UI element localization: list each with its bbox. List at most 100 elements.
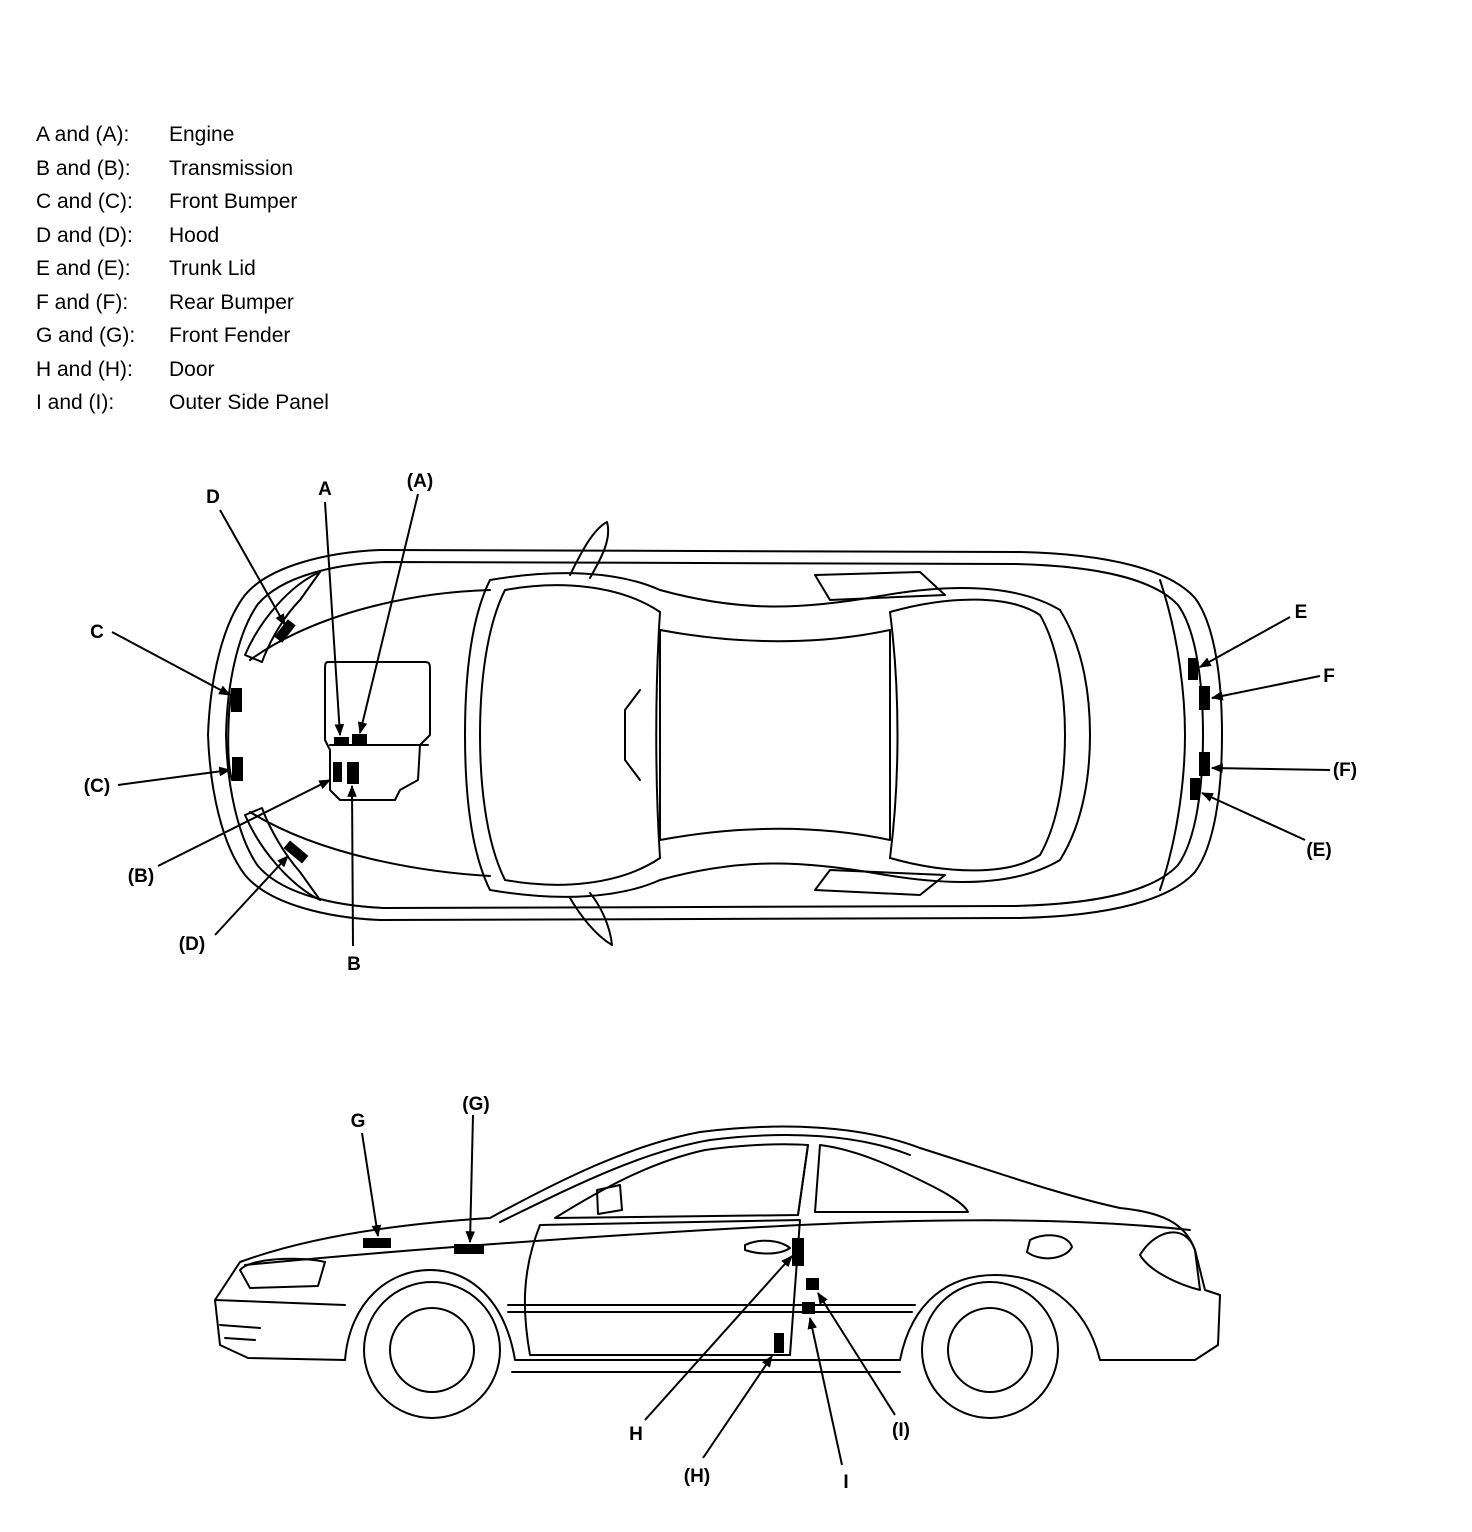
marker-outer-side-panel-i-paren (806, 1278, 819, 1290)
side-fuel-door (1026, 1234, 1073, 1260)
side-rear-wheel-rim (947, 1307, 1033, 1393)
label-b: B (347, 954, 361, 975)
label-f-paren: (F) (1333, 760, 1357, 781)
side-front-wheel-rim (389, 1307, 475, 1393)
legend-value: Transmission (169, 156, 294, 180)
callout-line-b-paren (157, 779, 332, 867)
callout-line-d-paren (214, 855, 289, 936)
top-right-headlight (244, 807, 321, 901)
side-rear-wheel-tire (921, 1281, 1059, 1419)
callout-line-a-paren (357, 493, 419, 735)
callout-line-g-paren (465, 1114, 476, 1244)
marker-front-bumper-c (231, 688, 242, 712)
label-f: F (1323, 666, 1335, 687)
callout-line-e-paren (1200, 792, 1306, 841)
marker-transmission-b-paren (333, 762, 342, 782)
side-front-window (554, 1143, 809, 1219)
side-body-outline (214, 1125, 1221, 1361)
legend-key: B and (B): (36, 156, 131, 180)
callout-line-h (644, 1255, 793, 1421)
side-mirror (596, 1184, 623, 1215)
legend-row-rear-bumper: F and (F): Rear Bumper (36, 286, 329, 320)
callout-line-d (219, 509, 286, 627)
marker-front-bumper-c-paren (232, 757, 243, 781)
side-headlight (239, 1257, 326, 1289)
side-roof-line-inner (499, 1134, 911, 1223)
top-roof-panel (659, 629, 891, 841)
top-left-rear-quarter-window (814, 571, 946, 601)
side-door-handle (744, 1239, 791, 1255)
callout-line-c (111, 631, 232, 696)
marker-trunk-lid-e (1188, 658, 1198, 680)
top-right-mirror (569, 892, 613, 946)
top-view-markers (231, 619, 1210, 864)
marker-front-fender-g (363, 1238, 391, 1248)
side-view-callouts (361, 1114, 896, 1466)
legend-value: Rear Bumper (169, 290, 294, 314)
top-hood-seam-upper (249, 589, 491, 661)
side-rear-window (814, 1144, 969, 1213)
label-a-paren: (A) (407, 471, 433, 492)
label-h: H (629, 1424, 643, 1445)
marker-hood-d (274, 619, 296, 643)
top-hood-seam-lower (249, 811, 491, 877)
side-front-bumper (214, 1299, 346, 1341)
legend-value: Engine (169, 123, 235, 146)
legend-value: Door (169, 357, 215, 381)
legend-value: Front Bumper (169, 190, 298, 213)
top-body-inner-outline (225, 561, 1204, 909)
side-beltline (244, 1219, 1191, 1266)
callout-line-f-paren (1210, 763, 1331, 773)
top-trunk-seam (1159, 579, 1186, 891)
legend-row-transmission: B and (B): Transmission (36, 152, 329, 186)
marker-engine-a (334, 737, 349, 744)
side-b-pillar (797, 1144, 809, 1216)
label-e-paren: (E) (1306, 840, 1331, 861)
top-engine-cover (324, 661, 431, 801)
marker-trunk-lid-e-paren (1190, 778, 1200, 800)
legend-row-door: H and (H): Door (36, 353, 329, 387)
label-c: C (90, 622, 104, 643)
legend-key: G and (G): (36, 324, 136, 347)
legend-key: I and (I): (36, 391, 115, 414)
marker-rear-bumper-f (1199, 686, 1210, 710)
legend-value: Hood (169, 223, 220, 247)
legend-key: F and (F): (36, 290, 129, 314)
label-g: G (351, 1111, 366, 1132)
label-d-paren: (D) (179, 934, 205, 955)
legend-row-engine: A and (A):Engine (36, 118, 329, 152)
label-e: E (1295, 602, 1308, 623)
top-left-headlight (244, 571, 321, 663)
callout-line-e (1198, 616, 1291, 668)
side-view-labels: G (G) H (H) I (I) (351, 1094, 910, 1493)
label-d: D (206, 487, 220, 508)
side-front-wheel-tire (363, 1281, 501, 1419)
marker-door-h (792, 1238, 804, 1266)
top-view-car (207, 521, 1223, 946)
marker-front-fender-g-paren (454, 1244, 484, 1254)
marker-hood-d-paren (283, 840, 309, 864)
legend-key: E and (E): (36, 257, 131, 280)
callout-line-f (1210, 675, 1321, 701)
legend-key: H and (H): (36, 357, 133, 381)
top-rear-window (889, 598, 1066, 872)
legend-row-front-fender: G and (G):Front Fender (36, 319, 329, 353)
side-view-markers (363, 1238, 819, 1353)
callout-line-g (361, 1132, 382, 1238)
legend-value: Trunk Lid (169, 257, 256, 280)
callout-line-b (347, 784, 357, 947)
legend-row-front-bumper: C and (C):Front Bumper (36, 185, 329, 219)
top-windshield-mirror-notch (624, 689, 641, 781)
callout-line-h-paren (702, 1355, 773, 1459)
callout-line-i-paren (817, 1291, 896, 1416)
label-i-paren: (I) (892, 1420, 910, 1441)
top-body-outline (207, 549, 1223, 921)
top-right-rear-quarter-window (814, 869, 946, 896)
legend-row-outer-side-panel: I and (I): Outer Side Panel (36, 386, 329, 420)
legend-row-trunk-lid: E and (E): Trunk Lid (36, 252, 329, 286)
legend-row-hood: D and (D):Hood (36, 219, 329, 253)
label-c-paren: (C) (84, 776, 110, 797)
legend-value: Outer Side Panel (169, 391, 329, 414)
marker-rear-bumper-f-paren (1199, 752, 1210, 776)
